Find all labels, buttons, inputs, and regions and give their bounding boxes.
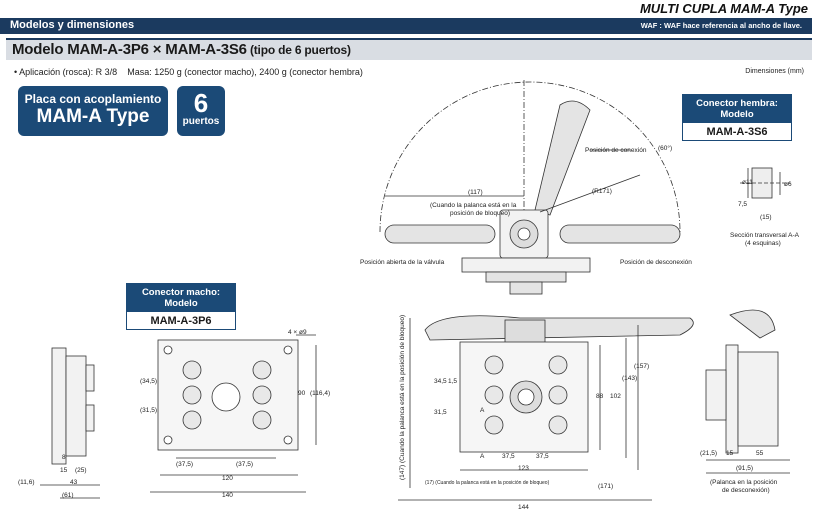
label-bottom-note: (17) (Cuando la palanca está en la posic… <box>425 480 550 486</box>
top-view <box>379 80 681 295</box>
female-model-value: MAM-A-3S6 <box>706 126 768 138</box>
male-front-view <box>150 334 317 493</box>
dim-o6: ø6 <box>784 181 792 188</box>
male-side-view <box>40 347 100 499</box>
dim-90: 90 <box>298 390 306 397</box>
male-model-value: MAM-A-3P6 <box>150 315 212 327</box>
badge-line2: MAM-A Type <box>36 106 150 127</box>
label-a1: A <box>480 407 485 414</box>
dim-7-5: 7,5 <box>738 201 747 208</box>
female-model-box: Conector hembra: Modelo MAM-A-3S6 <box>682 94 792 141</box>
female-side-view <box>705 344 790 474</box>
brand-title: MULTI CUPLA MAM-A Type <box>639 1 808 16</box>
label-lever-1: (Palanca en la posición <box>710 479 778 486</box>
model-title-main: Modelo MAM-A-3P6 × MAM-A-3S6 <box>12 41 247 58</box>
dim-144: 144 <box>518 504 529 511</box>
dim-140: 140 <box>222 492 233 499</box>
dim-37-5a: (37,5) <box>176 461 193 468</box>
dim-171: (171) <box>598 483 613 490</box>
dim-o11: ø11 <box>742 179 753 186</box>
section-view <box>740 167 790 199</box>
male-model-header: Conector macho: Modelo <box>127 284 235 312</box>
waf-note: WAF : WAF hace referencia al ancho de ll… <box>640 21 802 30</box>
dim-102: 102 <box>610 393 621 400</box>
dim-r171: (R171) <box>592 188 612 195</box>
dim-15: (15) <box>760 214 772 221</box>
label-lever-2: de desconexión) <box>722 487 770 494</box>
label-open-pos: Posición abierta de la válvula <box>360 259 445 266</box>
dim-15c: 15 <box>726 450 734 457</box>
spec-mass: Masa: 1250 g (conector macho), 2400 g (c… <box>127 67 363 77</box>
dim-11-6: (11,6) <box>18 479 35 486</box>
dim-88: 88 <box>596 393 604 400</box>
dim-25: (25) <box>75 467 87 474</box>
dim-34-5a: (34,5) <box>140 378 157 385</box>
spec-application: • Aplicación (rosca): R 3/8 <box>14 67 118 77</box>
dim-43: 43 <box>70 479 78 486</box>
label-vertical-note: (147) (Cuando la palanca está en la posi… <box>399 315 406 480</box>
female-front-view <box>398 309 776 501</box>
dim-60deg: (60°) <box>658 144 672 152</box>
dim-120: 120 <box>222 475 233 482</box>
dim-143: (143) <box>622 375 637 382</box>
spec-line: • Aplicación (rosca): R 3/8 Masa: 1250 g … <box>14 67 363 77</box>
female-model-header: Conector hembra: Modelo <box>683 95 791 123</box>
units-label: Dimensiones (mm) <box>745 68 804 75</box>
section-title: Modelos y dimensiones <box>10 19 135 31</box>
dim-116-4: (116,4) <box>310 390 330 397</box>
label-lock-2: posición de bloqueo) <box>450 210 510 217</box>
badge-line1: Placa con acoplamiento <box>24 92 162 106</box>
dim-157: (157) <box>634 363 649 370</box>
label-section-1: Sección transversal A-A <box>730 232 800 239</box>
ports-badge: 6 puertos <box>177 86 225 136</box>
label-disconnect-pos: Posición de desconexión <box>620 259 692 266</box>
dim-91-5: (91,5) <box>736 465 753 472</box>
dim-31-5a: (31,5) <box>140 407 157 414</box>
label-connect-pos: Posición de conexión <box>585 147 647 154</box>
dim-55: 55 <box>756 450 764 457</box>
ports-number: 6 <box>193 88 209 118</box>
model-title-suffix: (tipo de 6 puertos) <box>246 43 351 57</box>
section-header-bar: Modelos y dimensiones WAF : WAF hace ref… <box>0 18 812 34</box>
dim-37-5b: (37,5) <box>236 461 253 468</box>
dim-1-5: 1,5 <box>448 378 457 385</box>
label-section-2: (4 esquinas) <box>745 240 781 247</box>
dim-37-5d: 37,5 <box>536 453 549 460</box>
model-title: Modelo MAM-A-3P6 × MAM-A-3S6 (tipo de 6 … <box>12 41 351 58</box>
label-a2: A <box>480 453 485 460</box>
dim-31-5b: 31,5 <box>434 409 447 416</box>
dim-117: (117) <box>468 189 483 196</box>
dim-34-5b: 34,5 <box>434 378 447 385</box>
dim-15b: 15 <box>60 467 68 474</box>
model-title-bar: Modelo MAM-A-3P6 × MAM-A-3S6 (tipo de 6 … <box>6 38 812 60</box>
dim-21-5: (21,5) <box>700 450 717 457</box>
product-badge: Placa con acoplamiento MAM-A Type <box>18 86 168 136</box>
label-holes: 4 × ø9 <box>288 329 307 336</box>
dim-37-5c: 37,5 <box>502 453 515 460</box>
male-model-box: Conector macho: Modelo MAM-A-3P6 <box>126 283 236 330</box>
dim-123: 123 <box>518 465 529 472</box>
dim-61: (61) <box>62 492 74 499</box>
label-lock-1: (Cuando la palanca está en la <box>430 202 517 209</box>
ports-label: puertos <box>182 116 220 127</box>
dim-8: 8 <box>62 454 66 461</box>
